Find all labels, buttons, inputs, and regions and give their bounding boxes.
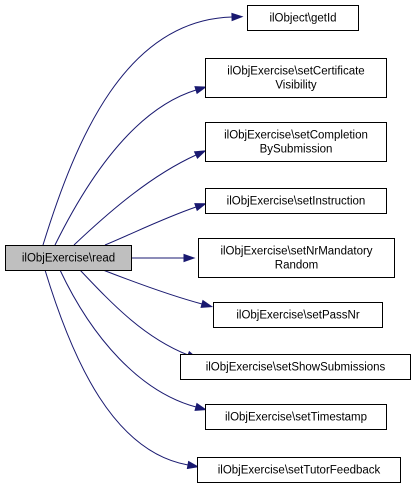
edge-set-timestamp [59,269,208,411]
node-set-tutor-feedback[interactable]: ilObjExercise\setTutorFeedback [197,457,401,483]
edge-set-instruction [104,203,207,246]
arrowhead [231,12,244,22]
edge-line [79,269,189,356]
node-label: ilObjExercise\setPassNr [236,310,360,322]
edge-line [104,206,197,246]
node-box [205,188,387,214]
edge-set-completion-by-submission [73,150,207,246]
edge-line [54,89,197,246]
edge-line [102,269,203,305]
node-box [197,457,401,483]
edge-line [73,154,197,246]
node-box [198,238,395,278]
node-label: ilObjExercise\setInstruction [227,196,366,208]
edge-set-nr-mandatory-random [130,253,196,263]
node-label: ilObjExercise\setTimestamp [225,412,367,424]
edge-set-certificate-visibility [54,86,208,246]
node-box [247,5,359,31]
arrowhead [194,402,208,411]
node-label: ilObjExercise\setCompletion [224,130,368,142]
node-box [213,302,383,328]
node-label: Visibility [275,80,317,92]
node-set-show-submissions[interactable]: ilObjExercise\setShowSubmissions [180,354,411,380]
node-box [205,122,387,162]
node-label: Random [275,260,318,272]
node-get-id[interactable]: ilObject\getId [247,5,359,31]
node-label: ilObject\getId [269,13,336,25]
edge-line [42,16,233,246]
node-label: ilObjExercise\read [22,253,115,265]
edge-line [59,269,197,408]
edges [42,12,244,470]
edge-line [44,269,189,466]
node-label: BySubmission [260,144,333,156]
node-label: ilObjExercise\setCertificate [227,66,364,78]
node-set-instruction[interactable]: ilObjExercise\setInstruction [205,188,387,214]
arrowhead [194,203,207,212]
edge-set-pass-nr [102,269,214,308]
edge-get-id [42,12,244,246]
edge-set-tutor-feedback [44,269,200,470]
arrowhead [200,299,214,308]
arrowhead [193,150,207,160]
node-box [5,245,132,271]
node-read[interactable]: ilObjExercise\read [5,245,132,271]
node-box [205,58,387,98]
node-box [205,404,387,430]
arrowhead [194,86,208,95]
node-set-pass-nr[interactable]: ilObjExercise\setPassNr [213,302,383,328]
node-label: ilObjExercise\setShowSubmissions [206,362,386,374]
node-label: ilObjExercise\setTutorFeedback [218,465,381,477]
node-label: ilObjExercise\setNrMandatory [220,246,372,258]
node-box [180,354,411,380]
arrowhead [186,460,200,470]
arrowhead [183,253,196,263]
node-set-timestamp[interactable]: ilObjExercise\setTimestamp [205,404,387,430]
